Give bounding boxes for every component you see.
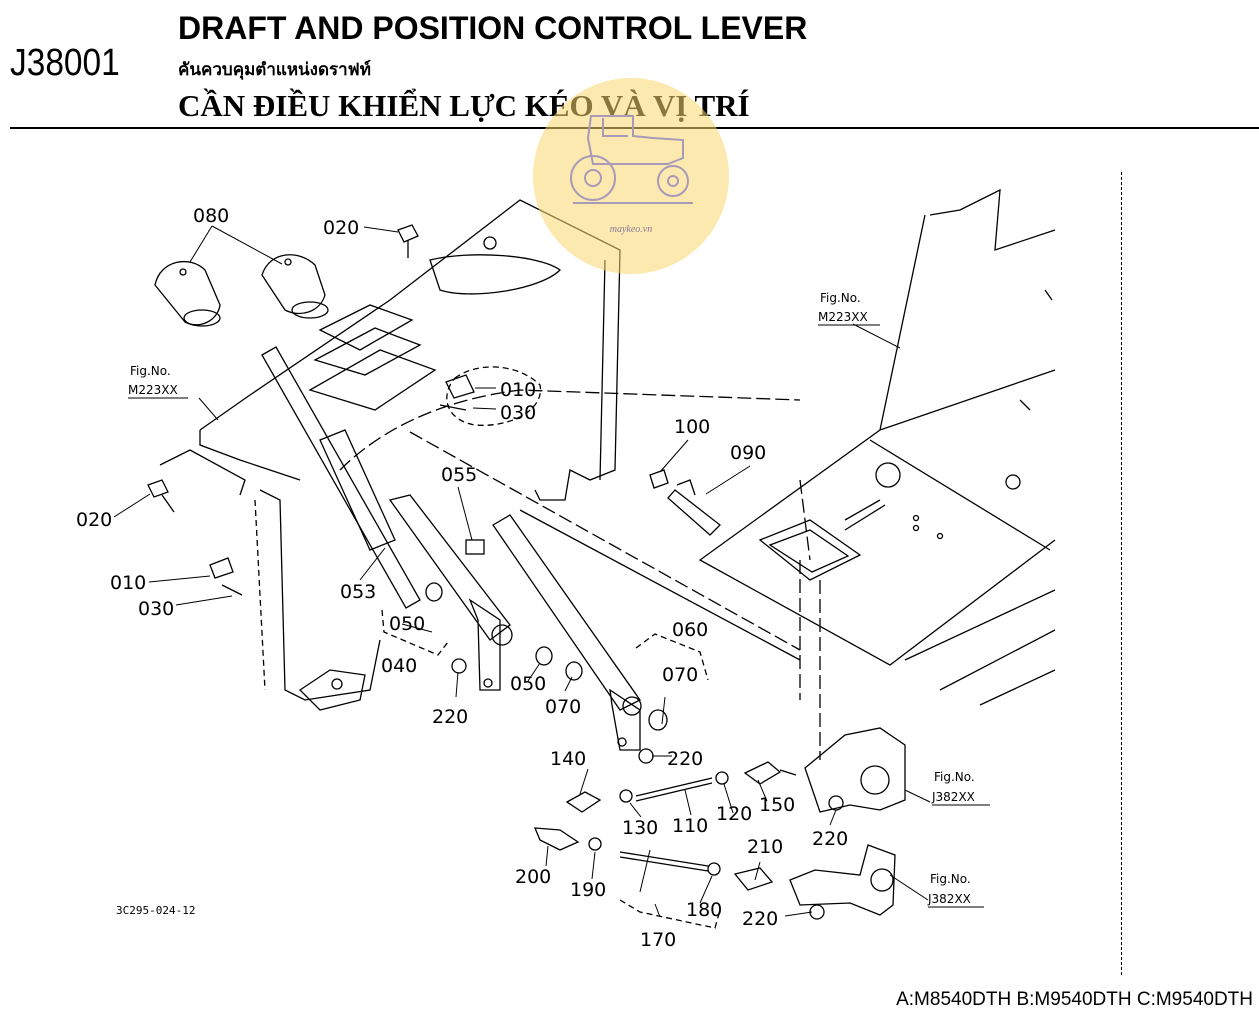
label-020-top: 020 — [323, 217, 359, 239]
label-090: 090 — [730, 442, 766, 464]
label-130: 130 — [622, 817, 658, 839]
label-080: 080 — [193, 205, 229, 227]
label-120: 120 — [716, 803, 752, 825]
fig-label-upper-link: Fig.No. — [934, 770, 975, 784]
label-055: 055 — [441, 464, 477, 486]
drawing-code: 3C295-024-12 — [116, 904, 196, 917]
fig-label-left: Fig.No. — [130, 364, 171, 378]
label-050-left: 050 — [389, 613, 425, 635]
label-030-left: 030 — [138, 598, 174, 620]
label-170: 170 — [640, 929, 676, 951]
label-053: 053 — [340, 581, 376, 603]
label-150: 150 — [759, 794, 795, 816]
housing — [159, 199, 801, 711]
part-labels: 080 020 020 010 030 010 030 100 090 055 … — [76, 205, 848, 951]
page-divider — [1121, 172, 1122, 975]
tractor-icon — [570, 115, 693, 204]
floor-panel — [698, 188, 1056, 760]
dashed-groups — [381, 366, 721, 929]
label-180: 180 — [686, 899, 722, 921]
figure-reference-underlines — [128, 324, 990, 908]
fig-ref-lower-link: J382XX — [927, 892, 971, 906]
fig-ref-upper-link: J382XX — [931, 790, 975, 804]
label-190: 190 — [570, 879, 606, 901]
label-050-right: 050 — [510, 673, 546, 695]
leader-lines — [113, 225, 931, 918]
label-100: 100 — [674, 416, 710, 438]
label-220-b: 220 — [667, 748, 703, 770]
title-thai: คันควบคุมตำแหน่งดราฟท์ — [178, 60, 371, 80]
label-030-top: 030 — [500, 402, 536, 424]
linkage-rods — [533, 727, 906, 920]
label-220-d: 220 — [742, 908, 778, 930]
label-220-a: 220 — [432, 706, 468, 728]
watermark-logo: maykeo.vn — [533, 78, 729, 274]
label-110: 110 — [672, 815, 708, 837]
levers — [261, 346, 642, 751]
label-040: 040 — [381, 655, 417, 677]
label-140: 140 — [550, 748, 586, 770]
label-210: 210 — [747, 836, 783, 858]
figure-references: Fig.No. M223XX Fig.No. M223XX Fig.No. J3… — [128, 291, 975, 906]
label-010-left: 010 — [110, 572, 146, 594]
model-list: A:M8540DTH B:M9540DTH C:M9540DTH — [896, 989, 1253, 1010]
label-070-right: 070 — [662, 664, 698, 686]
label-060: 060 — [672, 619, 708, 641]
title-english: DRAFT AND POSITION CONTROL LEVER — [178, 10, 808, 46]
fig-ref-left: M223XX — [128, 383, 178, 397]
label-020-left: 020 — [76, 509, 112, 531]
fig-ref-right: M223XX — [818, 310, 868, 324]
lever-knobs — [154, 254, 329, 327]
label-070-left: 070 — [545, 696, 581, 718]
watermark-text: maykeo.vn — [609, 224, 653, 235]
label-200: 200 — [515, 866, 551, 888]
label-010-top: 010 — [500, 379, 536, 401]
small-parts — [147, 224, 721, 764]
fig-label-lower-link: Fig.No. — [930, 872, 971, 886]
part-code: J38001 — [10, 42, 120, 84]
fig-label-right: Fig.No. — [820, 291, 861, 305]
label-220-c: 220 — [812, 828, 848, 850]
